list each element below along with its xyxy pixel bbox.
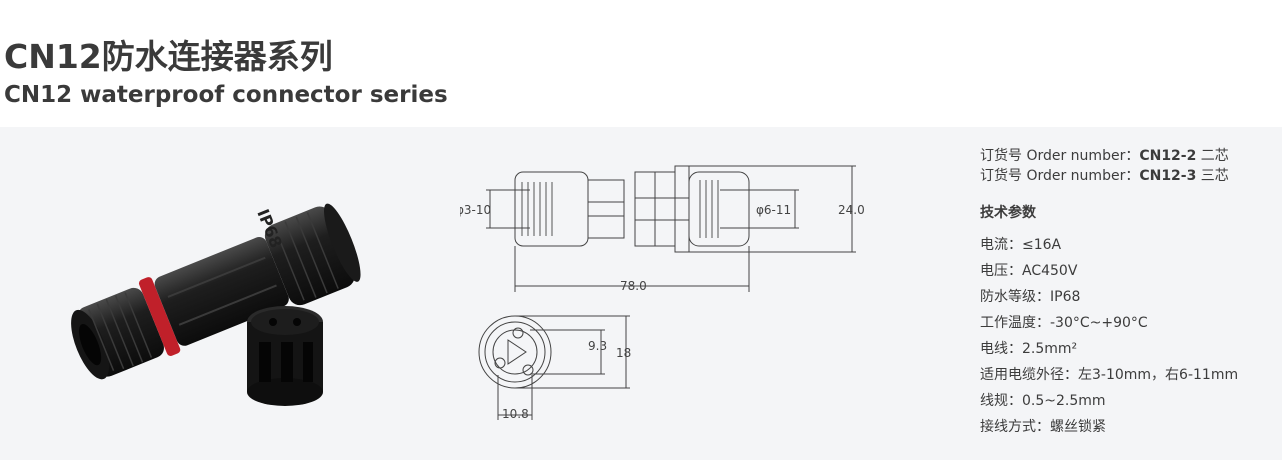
spec-termination: 接线方式：螺丝锁紧 (980, 419, 1106, 435)
order-label: 订货号 Order number： (980, 168, 1140, 184)
order-cores: 二芯 (1196, 148, 1229, 164)
order-number-line: 订货号 Order number：CN12-3 三芯 (980, 166, 1238, 186)
spec-wire: 电线：2.5mm² (980, 341, 1078, 357)
order-code: CN12-2 (1139, 148, 1197, 164)
spec-protection: 防水等级：IP68 (980, 289, 1081, 305)
technical-drawing: φ3-10 φ6-11 24.0 78.0 9.3 18 10.8 (460, 165, 865, 421)
dim-height: 24.0 (838, 203, 865, 217)
dim-face-outer: 18 (616, 346, 631, 360)
connector-photo: IP68 (71, 203, 361, 406)
red-seal-ring (138, 277, 181, 356)
dim-face-inner: 9.3 (588, 339, 607, 353)
spec-temperature: 工作温度：-30°C~+90°C (980, 315, 1148, 331)
order-label: 订货号 Order number： (980, 148, 1140, 164)
spec-cable-diameter: 适用电缆外径：左3-10mm，右6-11mm (980, 367, 1239, 383)
dim-left-cable: φ3-10 (460, 203, 491, 217)
specs-heading: 技术参数 (980, 205, 1036, 221)
connector-insert (247, 306, 323, 406)
spec-voltage: 电压：AC450V (980, 263, 1078, 279)
dim-length: 78.0 (620, 279, 647, 293)
spec-sheet: 订货号 Order number：CN12-2 二芯 订货号 Order num… (980, 146, 1238, 440)
spec-gauge: 线规：0.5~2.5mm (980, 393, 1106, 409)
page-title-en: CN12 waterproof connector series (4, 82, 448, 108)
order-number-line: 订货号 Order number：CN12-2 二芯 (980, 146, 1238, 166)
dim-face-width: 10.8 (502, 407, 529, 421)
dim-right-cable: φ6-11 (756, 203, 791, 217)
order-code: CN12-3 (1139, 168, 1197, 184)
page-title-cn: CN12防水连接器系列 (4, 37, 333, 76)
spec-current: 电流：≤16A (980, 237, 1062, 253)
order-cores: 三芯 (1196, 168, 1229, 184)
